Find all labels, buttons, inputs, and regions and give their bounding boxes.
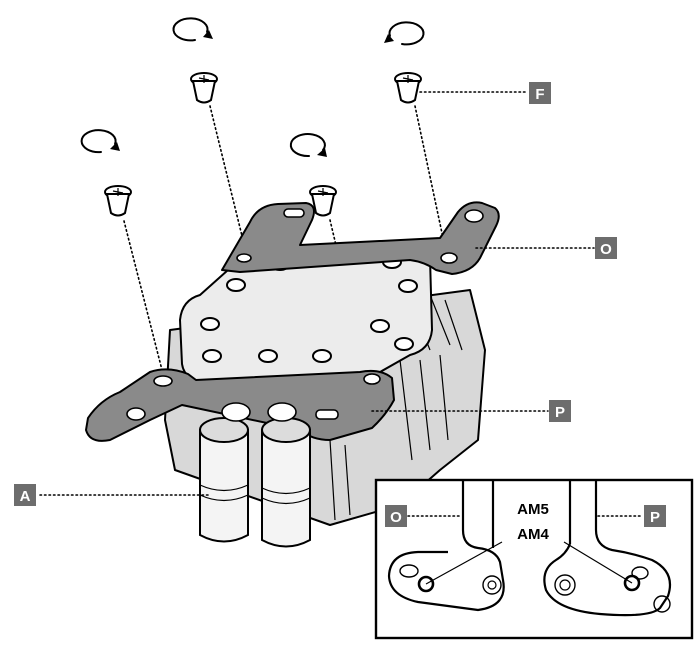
tube-fittings xyxy=(199,402,311,548)
rotate-arrow-icon xyxy=(172,17,213,42)
callout-label-a: A xyxy=(14,484,36,506)
screw-icon xyxy=(190,72,218,104)
svg-text:A: A xyxy=(20,488,31,505)
callout-label-f: F xyxy=(529,82,551,104)
socket-label-am5: AM5 xyxy=(517,501,549,518)
svg-text:O: O xyxy=(390,509,402,526)
mounting-bracket-o xyxy=(221,201,500,275)
rotate-arrow-icon xyxy=(289,133,327,158)
screw-icon xyxy=(394,72,422,104)
inset-label-p: P xyxy=(644,505,666,527)
screw-icon xyxy=(104,185,132,217)
svg-text:O: O xyxy=(600,241,612,258)
rotate-arrow-icon xyxy=(80,129,120,154)
callout-label-o: O xyxy=(595,237,617,259)
socket-label-am4: AM4 xyxy=(517,526,549,543)
callout-leaders xyxy=(39,91,595,496)
svg-text:P: P xyxy=(555,404,565,421)
svg-text:F: F xyxy=(535,86,544,103)
callout-label-p: P xyxy=(549,400,571,422)
inset-label-o: O xyxy=(385,505,407,527)
rotate-arrow-icon xyxy=(384,21,425,46)
inset-detail: AM5 AM4 xyxy=(374,478,694,640)
svg-text:P: P xyxy=(650,509,660,526)
screw-icon xyxy=(309,185,337,217)
